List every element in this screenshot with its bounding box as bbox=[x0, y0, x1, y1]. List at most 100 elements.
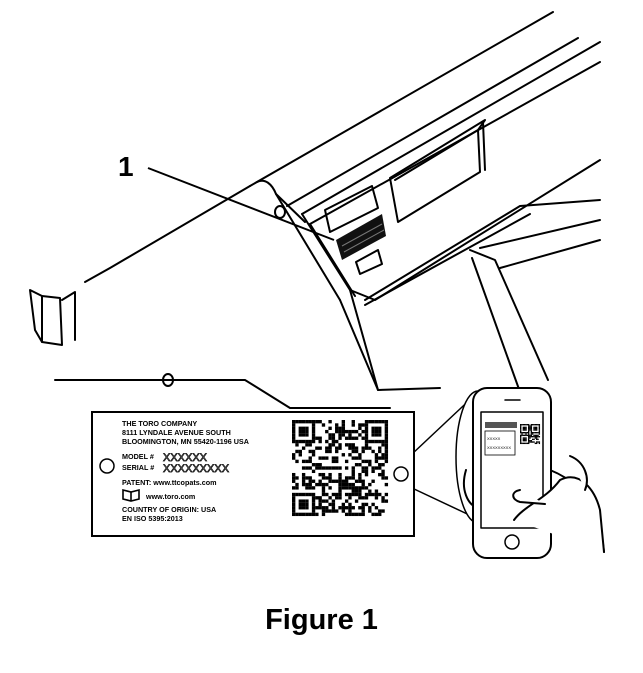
qr-module bbox=[335, 429, 339, 434]
qr-module bbox=[520, 432, 522, 434]
qr-module bbox=[368, 489, 372, 493]
qr-module bbox=[528, 425, 530, 427]
qr-module bbox=[305, 466, 309, 470]
qr-module bbox=[348, 492, 352, 497]
qr-module bbox=[536, 434, 538, 437]
phone-screen-line1: XXXXX bbox=[487, 436, 501, 441]
qr-module bbox=[338, 472, 342, 477]
qr-module bbox=[351, 476, 355, 480]
qr-module bbox=[368, 420, 372, 424]
qr-module bbox=[536, 437, 538, 439]
qr-module bbox=[318, 463, 322, 467]
phone-home-button bbox=[504, 534, 520, 550]
qr-module bbox=[378, 433, 382, 437]
qr-module bbox=[292, 509, 296, 513]
qr-module bbox=[371, 433, 375, 437]
qr-module bbox=[305, 492, 309, 497]
qr-module bbox=[305, 482, 309, 487]
label-origin: COUNTRY OF ORIGIN: USA bbox=[122, 505, 216, 514]
qr-module bbox=[361, 466, 365, 470]
qr-module bbox=[331, 466, 336, 470]
qr-module bbox=[308, 512, 312, 517]
hand-holding-phone bbox=[462, 387, 605, 559]
qr-module bbox=[292, 502, 296, 507]
qr-module bbox=[344, 506, 349, 510]
qr-module bbox=[305, 506, 309, 510]
qr-module bbox=[534, 436, 537, 438]
qr-module bbox=[532, 424, 534, 426]
qr-module bbox=[384, 429, 389, 434]
qr-module bbox=[364, 496, 369, 500]
qr-module bbox=[354, 429, 359, 434]
qr-module bbox=[520, 425, 522, 427]
qr-module bbox=[351, 423, 355, 427]
serial-decal-on-machine bbox=[336, 214, 386, 260]
qr-module bbox=[524, 440, 526, 442]
qr-module bbox=[311, 439, 316, 444]
qr-module bbox=[384, 459, 389, 464]
qr-module bbox=[301, 472, 306, 477]
qr-module bbox=[528, 440, 530, 442]
qr-module bbox=[361, 482, 365, 487]
qr-module bbox=[351, 456, 355, 460]
qr-module bbox=[521, 424, 523, 426]
qr-module bbox=[358, 463, 362, 467]
qr-module bbox=[520, 437, 522, 439]
qr-module bbox=[378, 446, 382, 450]
qr-module bbox=[534, 424, 537, 426]
qr-module bbox=[528, 430, 530, 433]
qr-module bbox=[533, 438, 535, 441]
qr-module bbox=[301, 420, 306, 424]
label-city: BLOOMINGTON, MN 55420-1196 USA bbox=[122, 437, 249, 446]
phone-qr-code-icon bbox=[520, 424, 541, 445]
qr-module bbox=[338, 486, 342, 490]
qr-module bbox=[538, 424, 541, 426]
qr-module bbox=[538, 426, 541, 429]
qr-module bbox=[335, 423, 339, 427]
qr-module bbox=[361, 469, 365, 474]
qr-module bbox=[537, 432, 539, 434]
qr-module bbox=[529, 434, 531, 437]
qr-module bbox=[315, 463, 319, 467]
qr-module bbox=[292, 420, 296, 424]
qr-module bbox=[522, 426, 525, 429]
label-street: 8111 LYNDALE AVENUE SOUTH bbox=[122, 428, 231, 437]
qr-module bbox=[318, 446, 322, 450]
qr-module bbox=[364, 433, 369, 437]
qr-module bbox=[311, 463, 316, 467]
qr-module bbox=[295, 476, 299, 480]
qr-module bbox=[526, 424, 529, 426]
figure-caption: Figure 1 bbox=[265, 604, 378, 636]
qr-module bbox=[311, 423, 316, 427]
qr-module bbox=[344, 499, 349, 503]
qr-module bbox=[335, 466, 339, 470]
qr-module bbox=[338, 506, 342, 510]
qr-module bbox=[529, 425, 531, 427]
qr-module bbox=[368, 506, 372, 510]
qr-module bbox=[528, 434, 530, 437]
qr-code-icon bbox=[292, 420, 389, 517]
qr-module bbox=[335, 509, 339, 513]
qr-module bbox=[364, 469, 369, 474]
qr-module bbox=[344, 492, 349, 497]
qr-module bbox=[525, 426, 527, 429]
qr-module bbox=[524, 442, 526, 445]
qr-module bbox=[361, 446, 365, 450]
qr-module bbox=[381, 496, 385, 500]
qr-module bbox=[524, 426, 526, 429]
qr-module bbox=[325, 509, 329, 513]
qr-module bbox=[381, 463, 385, 467]
qr-module bbox=[364, 502, 369, 507]
qr-module bbox=[301, 439, 306, 444]
qr-module bbox=[305, 429, 309, 434]
qr-module bbox=[361, 496, 365, 500]
qr-module bbox=[338, 476, 342, 480]
qr-module bbox=[305, 433, 309, 437]
qr-module bbox=[351, 512, 355, 517]
qr-module bbox=[328, 486, 332, 490]
qr-module bbox=[358, 486, 362, 490]
qr-module bbox=[533, 429, 535, 431]
qr-module bbox=[381, 469, 385, 474]
qr-module bbox=[331, 456, 336, 460]
